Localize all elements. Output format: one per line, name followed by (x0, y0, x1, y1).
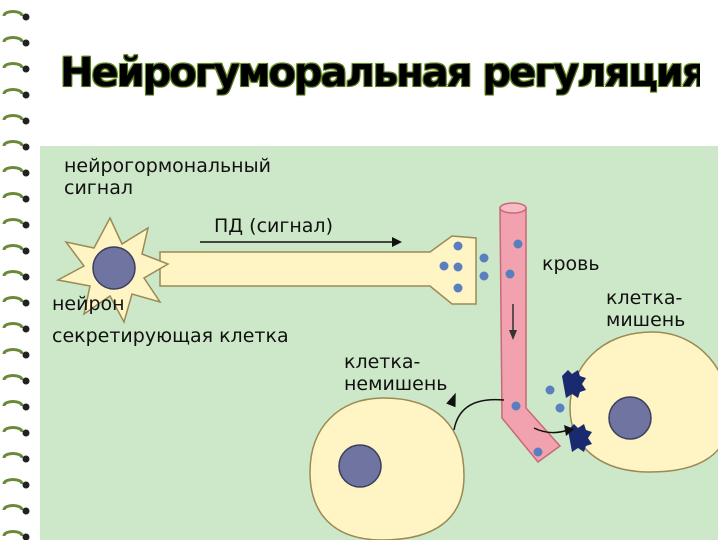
binding-rings (2, 10, 30, 541)
binding-hole (22, 507, 30, 515)
label-target-cell-1: клетка- (606, 287, 682, 309)
binding-ring (2, 478, 24, 485)
binding-hole (22, 117, 30, 125)
hormone-granule (453, 283, 463, 293)
blood-vessel-opening (499, 202, 527, 214)
binding-ring (2, 426, 24, 433)
binding-hole (22, 65, 30, 73)
signal-arrow-head (392, 237, 402, 247)
hormone-granule (533, 447, 543, 457)
binding-ring (2, 400, 24, 407)
binding-ring (2, 192, 24, 199)
terminal-granules (439, 239, 565, 457)
hormone-granule (513, 239, 523, 249)
binding-ring (2, 62, 24, 69)
binding-hole (22, 351, 30, 359)
label-action-potential: ПД (сигнал) (214, 215, 333, 237)
hormone-to-nontarget-arrowhead (446, 392, 456, 408)
label-nontarget-cell-2: немишень (344, 373, 448, 395)
hormone-granule (545, 385, 555, 395)
label-nontarget-cell-1: клетка- (344, 351, 420, 373)
binding-hole (22, 195, 30, 203)
binding-hole (22, 429, 30, 437)
binding-ring (2, 374, 24, 381)
target-cell-nucleus (608, 396, 652, 440)
binding-ring (2, 114, 24, 121)
binding-hole (22, 13, 30, 21)
binding-hole (22, 481, 30, 489)
hormone-granule (439, 261, 449, 271)
binding-ring (2, 218, 24, 225)
hormone-to-target-arrowhead (564, 425, 574, 436)
hormone-granule (511, 401, 521, 411)
receptor-icon (562, 370, 586, 398)
target-receptors (562, 370, 592, 452)
binding-ring (2, 504, 24, 511)
binding-ring (2, 88, 24, 95)
binding-hole (22, 299, 30, 307)
hormone-to-nontarget-arrow (453, 398, 505, 431)
binding-ring (2, 530, 24, 537)
label-blood: кровь (542, 253, 600, 275)
hormone-granule (479, 253, 489, 263)
binding-ring (2, 140, 24, 147)
label-neuron: нейрон (52, 293, 125, 315)
notebook-binding (0, 0, 34, 541)
neurohumoral-diagram: нейрогормональный сигнал ПД (сигнал) ней… (40, 146, 718, 540)
binding-hole (22, 377, 30, 385)
slide-title: Нейрогуморальная регуляция (60, 50, 700, 96)
hormone-to-target-arrow (533, 427, 569, 434)
binding-hole (22, 455, 30, 463)
binding-hole (22, 273, 30, 281)
binding-ring (2, 244, 24, 251)
binding-hole (22, 39, 30, 47)
binding-hole (22, 169, 30, 177)
neuron-nucleus (92, 246, 136, 290)
diagram-canvas: нейрогормональный сигнал ПД (сигнал) ней… (40, 146, 718, 540)
hormone-granule (479, 271, 489, 281)
binding-hole (22, 403, 30, 411)
binding-ring (2, 348, 24, 355)
label-secreting-cell: секретирующая клетка (52, 325, 289, 347)
neuron-axon (159, 235, 477, 305)
binding-ring (2, 166, 24, 173)
nontarget-cell-nucleus (338, 444, 382, 488)
label-neurohormonal-signal-1: нейрогормональный (64, 155, 271, 177)
nontarget-cell (309, 397, 465, 540)
binding-hole (22, 143, 30, 151)
binding-hole (22, 221, 30, 229)
binding-hole (22, 325, 30, 333)
binding-ring (2, 10, 24, 17)
binding-ring (2, 296, 24, 303)
receptor-icon (568, 424, 592, 452)
hormone-granule (453, 241, 463, 251)
binding-ring (2, 452, 24, 459)
binding-ring (2, 322, 24, 329)
binding-ring (2, 36, 24, 43)
label-neurohormonal-signal-2: сигнал (64, 177, 133, 199)
binding-hole (22, 533, 30, 541)
hormone-granule (555, 403, 565, 413)
label-target-cell-2: мишень (606, 309, 685, 331)
blood-flow-arrow-head (509, 330, 517, 340)
hormone-granule (453, 262, 463, 272)
binding-hole (22, 247, 30, 255)
hormone-granule (505, 269, 515, 279)
binding-hole (22, 91, 30, 99)
binding-ring (2, 270, 24, 277)
